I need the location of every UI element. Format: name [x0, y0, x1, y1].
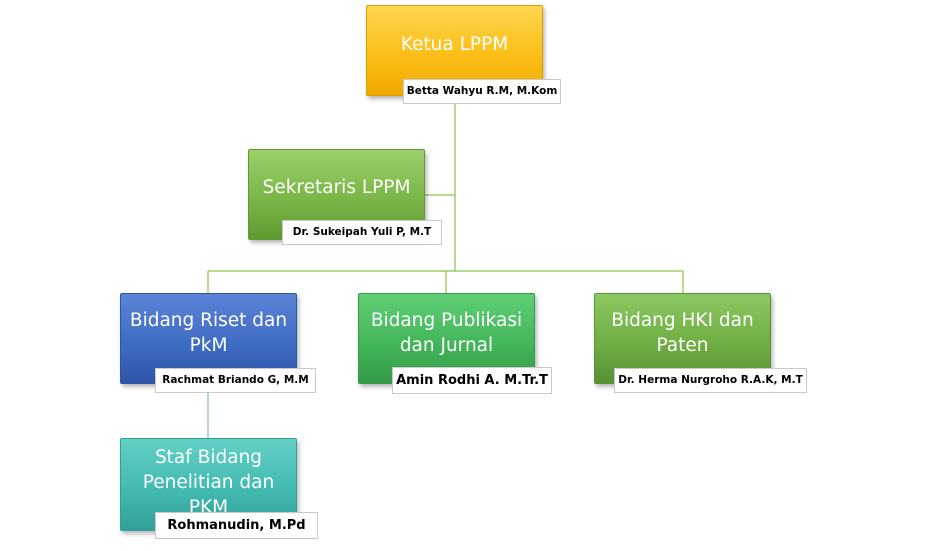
bidang-publikasi-title-line2: dan Jurnal — [399, 335, 494, 356]
ketua-name-label: Betta Wahyu R.M, M.Kom — [403, 79, 561, 104]
sekretaris-name-label: Dr. Sukeipah Yuli P, M.T — [282, 220, 442, 245]
staf-title-line1: Staf Bidang — [154, 447, 263, 468]
bidang-publikasi-title-line1: Bidang Publikasi — [370, 310, 523, 331]
ketua-title: Ketua LPPM — [400, 34, 509, 55]
staf-name-label: Rohmanudin, M.Pd — [155, 512, 318, 539]
bidang-hki-title-line1: Bidang HKI dan — [611, 310, 754, 331]
sekretaris-title: Sekretaris LPPM — [262, 177, 411, 198]
staf-title-line2: Penelitian dan — [142, 472, 275, 493]
bidang-hki-name-label: Dr. Herma Nurgroho R.A.K, M.T — [614, 368, 807, 393]
bidang-riset-name-label: Rachmat Briando G, M.M — [155, 368, 316, 393]
bidang-hki-title-line2: Paten — [656, 335, 709, 356]
bidang-riset-title-line2: PkM — [189, 335, 228, 356]
bidang-publikasi-name-label: Amin Rodhi A. M.Tr.T — [392, 367, 552, 394]
bidang-riset-title-line1: Bidang Riset dan — [129, 310, 288, 331]
